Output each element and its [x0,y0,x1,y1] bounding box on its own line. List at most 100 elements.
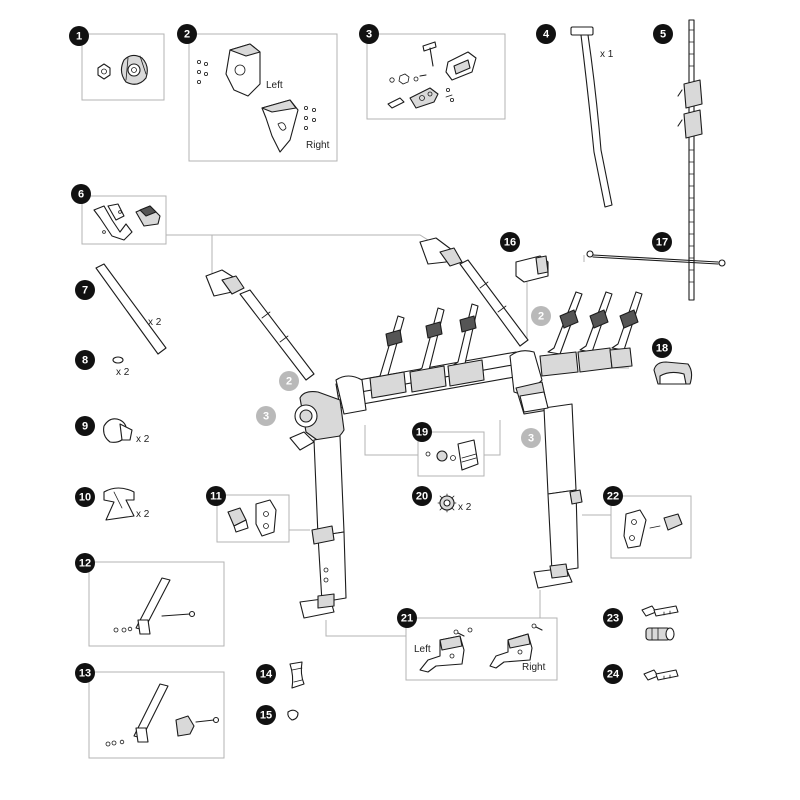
badge-circle [69,26,89,46]
screws [196,60,208,85]
box-part-21 [405,617,558,681]
badge-number: 14 [260,669,273,681]
part-1-knob-and-nut [97,54,148,85]
badge-number: 9 [82,421,88,433]
qty-part-9: x 2 [136,434,150,445]
part-7-arm-strap [95,263,167,355]
badge-circle [256,664,276,684]
assembled-bike-rack [205,237,643,619]
callout-badge-2: 2 [177,24,197,44]
callout-badge-21: 21 [397,608,417,628]
badge-number: 1 [76,31,82,43]
badge-circle [279,371,299,391]
badge-circle [412,486,432,506]
badge-circle [75,553,95,573]
badge-number: 3 [528,433,534,445]
box-part-22 [610,495,692,559]
badge-number: 2 [286,376,292,388]
callout-badge-2-assembly: 2 [279,371,299,391]
label-part-21-left: Left [414,644,431,655]
part-21-feet [419,623,543,673]
callout-badge-24: 24 [603,664,623,684]
qty-part-4: x 1 [600,49,614,60]
box-part-13 [88,671,225,759]
qty-part-8: x 2 [116,367,130,378]
part-19-knob-kit [425,439,479,471]
badge-circle [603,486,623,506]
part-16-sleeve [515,255,549,283]
badge-number: 23 [607,613,619,625]
callout-badge-19: 19 [412,422,432,442]
callout-badge-4: 4 [536,24,556,44]
callout-badge-10: 10 [75,487,95,507]
badge-circle [75,416,95,436]
box-part-1 [81,33,165,101]
badge-number: 21 [401,613,413,625]
callout-badge-9: 9 [75,416,95,436]
box-part-12 [88,561,225,647]
badge-circle [603,608,623,628]
badge-number: 19 [416,427,428,439]
callout-badge-20: 20 [412,486,432,506]
callout-badge-22: 22 [603,486,623,506]
badge-circle [652,232,672,252]
badge-number: 2 [538,311,544,323]
box-part-11 [216,494,290,543]
part-9-end-cap [103,418,133,443]
callout-badge-17: 17 [652,232,672,252]
badge-number: 5 [660,29,666,41]
callout-badge-3: 3 [359,24,379,44]
callout-badge-14: 14 [256,664,276,684]
part-24-key [643,669,679,681]
badge-number: 24 [607,669,620,681]
callout-badge-8: 8 [75,350,95,370]
badge-number: 17 [656,237,668,249]
badge-number: 2 [184,29,190,41]
part-4-strap [570,26,613,208]
badge-number: 10 [79,492,91,504]
badge-number: 12 [79,558,91,570]
badge-circle [500,232,520,252]
badge-circle [75,350,95,370]
callout-badge-12: 12 [75,553,95,573]
box-part-19 [417,431,485,477]
badge-circle [603,664,623,684]
badge-circle [75,487,95,507]
callout-badge-15: 15 [256,705,276,725]
badge-number: 18 [656,343,668,355]
part-8-o-ring [112,356,124,364]
badge-circle [536,24,556,44]
part-18-cover [653,361,693,385]
badge-number: 3 [366,29,372,41]
part-3-hardware-kit [387,41,477,109]
part-14-spacer [289,661,305,689]
part-22-bracket-kit [623,509,683,549]
badge-number: 20 [416,491,428,503]
badge-circle [75,280,95,300]
badge-number: 15 [260,710,272,722]
badge-circle [531,306,551,326]
badge-circle [652,338,672,358]
label-part-21-right: Right [522,662,546,673]
box-part-2 [188,33,338,162]
badge-circle [256,406,276,426]
box-part-3 [366,33,506,120]
part-17-cable [586,250,726,267]
badge-circle [521,428,541,448]
callout-badge-1: 1 [69,26,89,46]
part-10-wing-cap [103,487,135,521]
part-6-cradle-kit [93,203,161,241]
part-5-ratchet-strap [677,19,703,301]
callout-badge-5: 5 [653,24,673,44]
part-11-latch-kit [227,499,277,537]
badge-circle [177,24,197,44]
badge-number: 3 [263,411,269,423]
callout-badge-7: 7 [75,280,95,300]
badge-circle [397,608,417,628]
part-23-key-and-lock [641,605,679,641]
qty-part-20: x 2 [458,502,472,513]
box-part-6 [81,195,167,245]
callout-badge-16: 16 [500,232,520,252]
callout-badge-6: 6 [71,184,91,204]
